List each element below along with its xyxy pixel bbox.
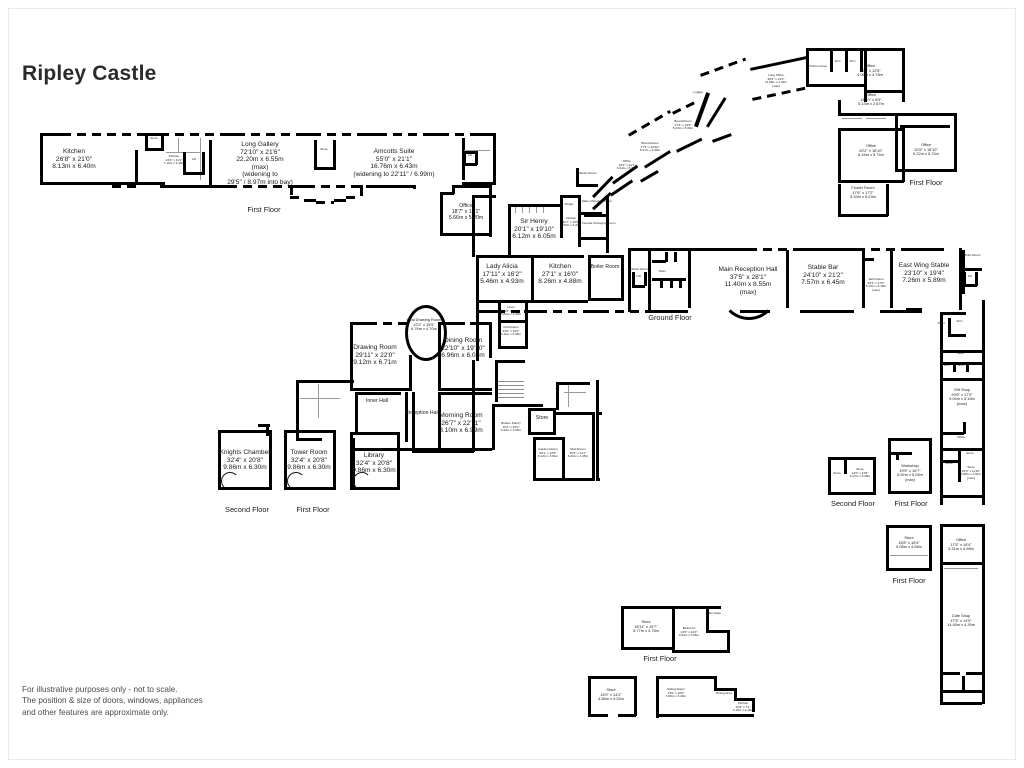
label-tack-room: Tack Room 20'2" x 17'0" 6.15m x 5.18m (m… xyxy=(865,277,887,293)
label-male-changing: Male Changing Room xyxy=(582,199,612,203)
label-lift-gallery: Lift xyxy=(191,157,197,161)
floor-label-second-floor-store: Second Floor xyxy=(831,499,875,508)
label-east-wing-stable: East Wing Stable 23'10" x 19'4" 7.26m x … xyxy=(898,262,950,285)
label-wc-ne-1: W.C. xyxy=(834,59,842,63)
label-store-right-ff: Store 16'8" x 16'4" 5.08m x 4.98m xyxy=(896,535,922,550)
label-toilet-east-2: Toilet xyxy=(956,351,964,355)
label-store-gift-2: Store xyxy=(966,451,974,455)
wall-oval-drawing-room xyxy=(405,305,447,361)
label-store-sf-right-sub: Store xyxy=(833,471,841,475)
label-store-gallery: Store xyxy=(150,136,158,140)
label-kitchen-tiny: Kitchen 11'7" x 10'6" 3.53m x 3.20m xyxy=(560,216,582,228)
floor-label-first-floor-tower: First Floor xyxy=(296,505,330,514)
label-reception-hall: Reception Hall xyxy=(405,410,439,416)
label-lift-amcotts: Lift xyxy=(467,153,473,157)
label-boiler-room-corridor: Boiler Room xyxy=(579,171,597,175)
label-wc-east-3: W.C. xyxy=(957,363,965,367)
label-store-lower: Store 16'0" x 14'2" 4.88m x 4.32m xyxy=(598,687,624,702)
label-butlers-pantry: Butlers Pantry 16'2" x 10'0" 4.93m x 3.0… xyxy=(500,421,522,433)
label-kitchen-main: Kitchen 26'8" x 21'0" 8.13m x 6.40m xyxy=(52,148,96,171)
label-loggia: Loggia xyxy=(693,90,703,94)
label-office-amcotts: Office 18'7" x 17'1" 5.66m x 5.20m xyxy=(448,203,484,222)
disclaimer-line-2: The position & size of doors, windows, a… xyxy=(22,696,203,706)
page-title: Ripley Castle xyxy=(22,62,157,85)
floor-label-first-floor-store-right: First Floor xyxy=(892,576,926,585)
label-office-corridor: Office 16'2" x 11'1" 3.94m x 3.38m xyxy=(616,159,638,171)
label-store-centre: Store xyxy=(535,415,549,421)
label-wc-ne-2: W.C. xyxy=(849,59,857,63)
label-office-ne-mid: Office 16'10" x 8'9" 5.13m x 2.67m xyxy=(858,92,884,107)
disclaimer-text: For illustrative purposes only - not to … xyxy=(22,684,322,718)
label-sitting-room: Sitting Room 13'0" x 10'6" 3.96m x 3.20m xyxy=(665,687,687,699)
label-bedroom-bottom: Bedroom 13'0" x 12'0" 3.53m x 3.66m xyxy=(678,626,700,638)
label-oval-drawing-room: Oval Drawing Room 22'2" x 15'5" 6.76m x … xyxy=(406,317,442,332)
label-office-ne-top: Office 13'4" x 12'5" 4.06m x 3.78m xyxy=(857,63,883,78)
label-sir-henry: Sir Henry 20'1" x 19'10" 6.12m x 6.05m xyxy=(512,218,556,241)
label-cafe-shop: Cafe Shop 47'5" x 14'5" 14.45m x 4.39m xyxy=(947,613,975,628)
label-female-changing: Female Changing Room xyxy=(582,221,616,225)
label-en-suite-bottom: En-Suite xyxy=(709,611,721,615)
label-office-ne-right: Office 20'5" x 18'10" 6.22m x 5.74m xyxy=(913,142,939,157)
label-office-ne-lower: Office 20'2" x 18'10" 6.15m x 5.74m xyxy=(858,143,884,158)
label-main-reception-hall: Main Reception Hall 37'5" x 28'1" 11.40m… xyxy=(718,266,778,296)
label-store-amcotts: Store xyxy=(320,147,328,151)
label-lady-alicia: Lady Alicia 17'11" x 16'2" 5.46m x 4.93m xyxy=(480,263,524,286)
label-office-gift: Office xyxy=(956,435,966,439)
label-dining-area-bottom: Dining Area xyxy=(716,691,732,695)
label-store-sf-right: Store 14'0" x 11'5" 4.27m x 3.48m xyxy=(849,467,871,479)
label-map-room: Map Room 20'3" x 14'7" 6.20m x 4.45m xyxy=(567,447,589,459)
label-long-office: Long Office 38'3" x 14'2" 11.66m x 4.32m… xyxy=(765,73,787,89)
disclaimer-line-1: For illustrative purposes only - not to … xyxy=(22,685,178,694)
label-library: Library 32'4" x 20'8" 9.86m x 6.30m xyxy=(352,452,396,475)
label-knights-chamber: Knights Chamber 32'4" x 20'8" 9.86m x 6.… xyxy=(219,449,271,472)
label-amcotts-suite: Amcotts Suite 55'0" x 21'1" 16.76m x 6.4… xyxy=(353,148,435,178)
label-motor-room-gf: Motor Room xyxy=(631,267,649,271)
floor-label-first-floor-workshop: First Floor xyxy=(894,499,928,508)
label-toilet-gf: Toilet xyxy=(658,269,666,273)
label-tower-room: Tower Room 32'4" x 20'8" 9.86m x 6.30m xyxy=(287,449,331,472)
label-store-bottom: Store 18'11" x 15'7" 5.77m x 4.75m xyxy=(633,619,659,634)
label-board-room-1: Board Room 17'2" x 16'6" 5.23m x 5.03m xyxy=(672,119,694,131)
floor-label-first-floor-gallery: First Floor xyxy=(247,205,281,214)
label-cold-room: Cold Room 13'6" x 12'0" 4.11m x 3.66m xyxy=(500,325,522,337)
label-garden-room: Garden Room 20'1" x 12'6" 6.12m x 3.81m xyxy=(537,447,559,459)
label-store-gift-3: Store 16'0" x 11'10" 4.88m x 3.61m (max) xyxy=(960,465,982,481)
label-kitchen-bottom: Kitchen 10'4" x 7'1" 3.15m x 2.16m xyxy=(732,701,754,713)
label-wc-east-1: W.C. xyxy=(956,319,964,323)
floor-label-first-floor-office-ne: First Floor xyxy=(909,178,943,187)
label-gift-shop: Gift Shop 29'8" x 17'0" 9.04m x 5.18m (m… xyxy=(949,387,975,406)
label-office-right-ff: Office 17'5" x 16'4" 5.31m x 4.98m xyxy=(948,537,974,552)
label-lift-east: Lift xyxy=(967,274,973,278)
label-long-gallery: Long Gallery 72'10" x 21'6" 22.20m x 6.5… xyxy=(227,141,293,186)
label-motor-room-east: Motor Room xyxy=(963,253,981,257)
label-inner-hall: Inner Hall xyxy=(365,398,389,404)
stairs-butlers xyxy=(498,380,524,400)
label-lift-gf: Lift xyxy=(636,274,641,278)
label-kitchen-small: Kitchen 23'4" x 11'2" 7.10m x 3.40m xyxy=(163,154,185,166)
label-toilet-east-1: Toilet xyxy=(937,321,945,325)
disclaimer-line-3: and other features are approximate only. xyxy=(22,707,169,717)
floor-label-ground-floor: Ground Floor xyxy=(648,313,692,322)
label-flower-room: Flower Room 17'6" x 17'2" 5.33m x 5.23m xyxy=(850,185,876,200)
label-morning-room: Morning Room 26'7" x 22'11" 8.10m x 6.99… xyxy=(439,412,483,435)
floor-label-first-floor-store-bottom: First Floor xyxy=(643,654,677,663)
label-drawing-room: Drawing Room 29'11" x 22'0" 9.12m x 6.71… xyxy=(353,344,397,367)
label-store-gift: Store xyxy=(945,461,953,465)
label-wc-east-2: W.C. xyxy=(943,363,951,367)
label-fridge: Fridge xyxy=(564,202,574,206)
label-kitchen-area-ne: Kitchen Area xyxy=(809,64,827,68)
label-stable-bar: Stable Bar 24'10" x 21'2" 7.57m x 6.45m xyxy=(801,264,845,287)
floor-label-second-floor-knights: Second Floor xyxy=(225,505,269,514)
label-workshop: Workshop 19'5" x 16'7" 5.92m x 5.05m (ma… xyxy=(897,463,923,482)
label-boiler-room-central: Boiler Room xyxy=(590,264,620,270)
label-board-room-2: Board Room 17'3" x 10'10" 5.21m x 3.30m xyxy=(639,141,661,153)
label-dining-room: Dining Room 22'10" x 19'10" 6.96m x 6.05… xyxy=(441,337,485,360)
label-kitchen-centre: Kitchen 27'1" x 16'0" 8.26m x 4.88m xyxy=(538,263,582,286)
